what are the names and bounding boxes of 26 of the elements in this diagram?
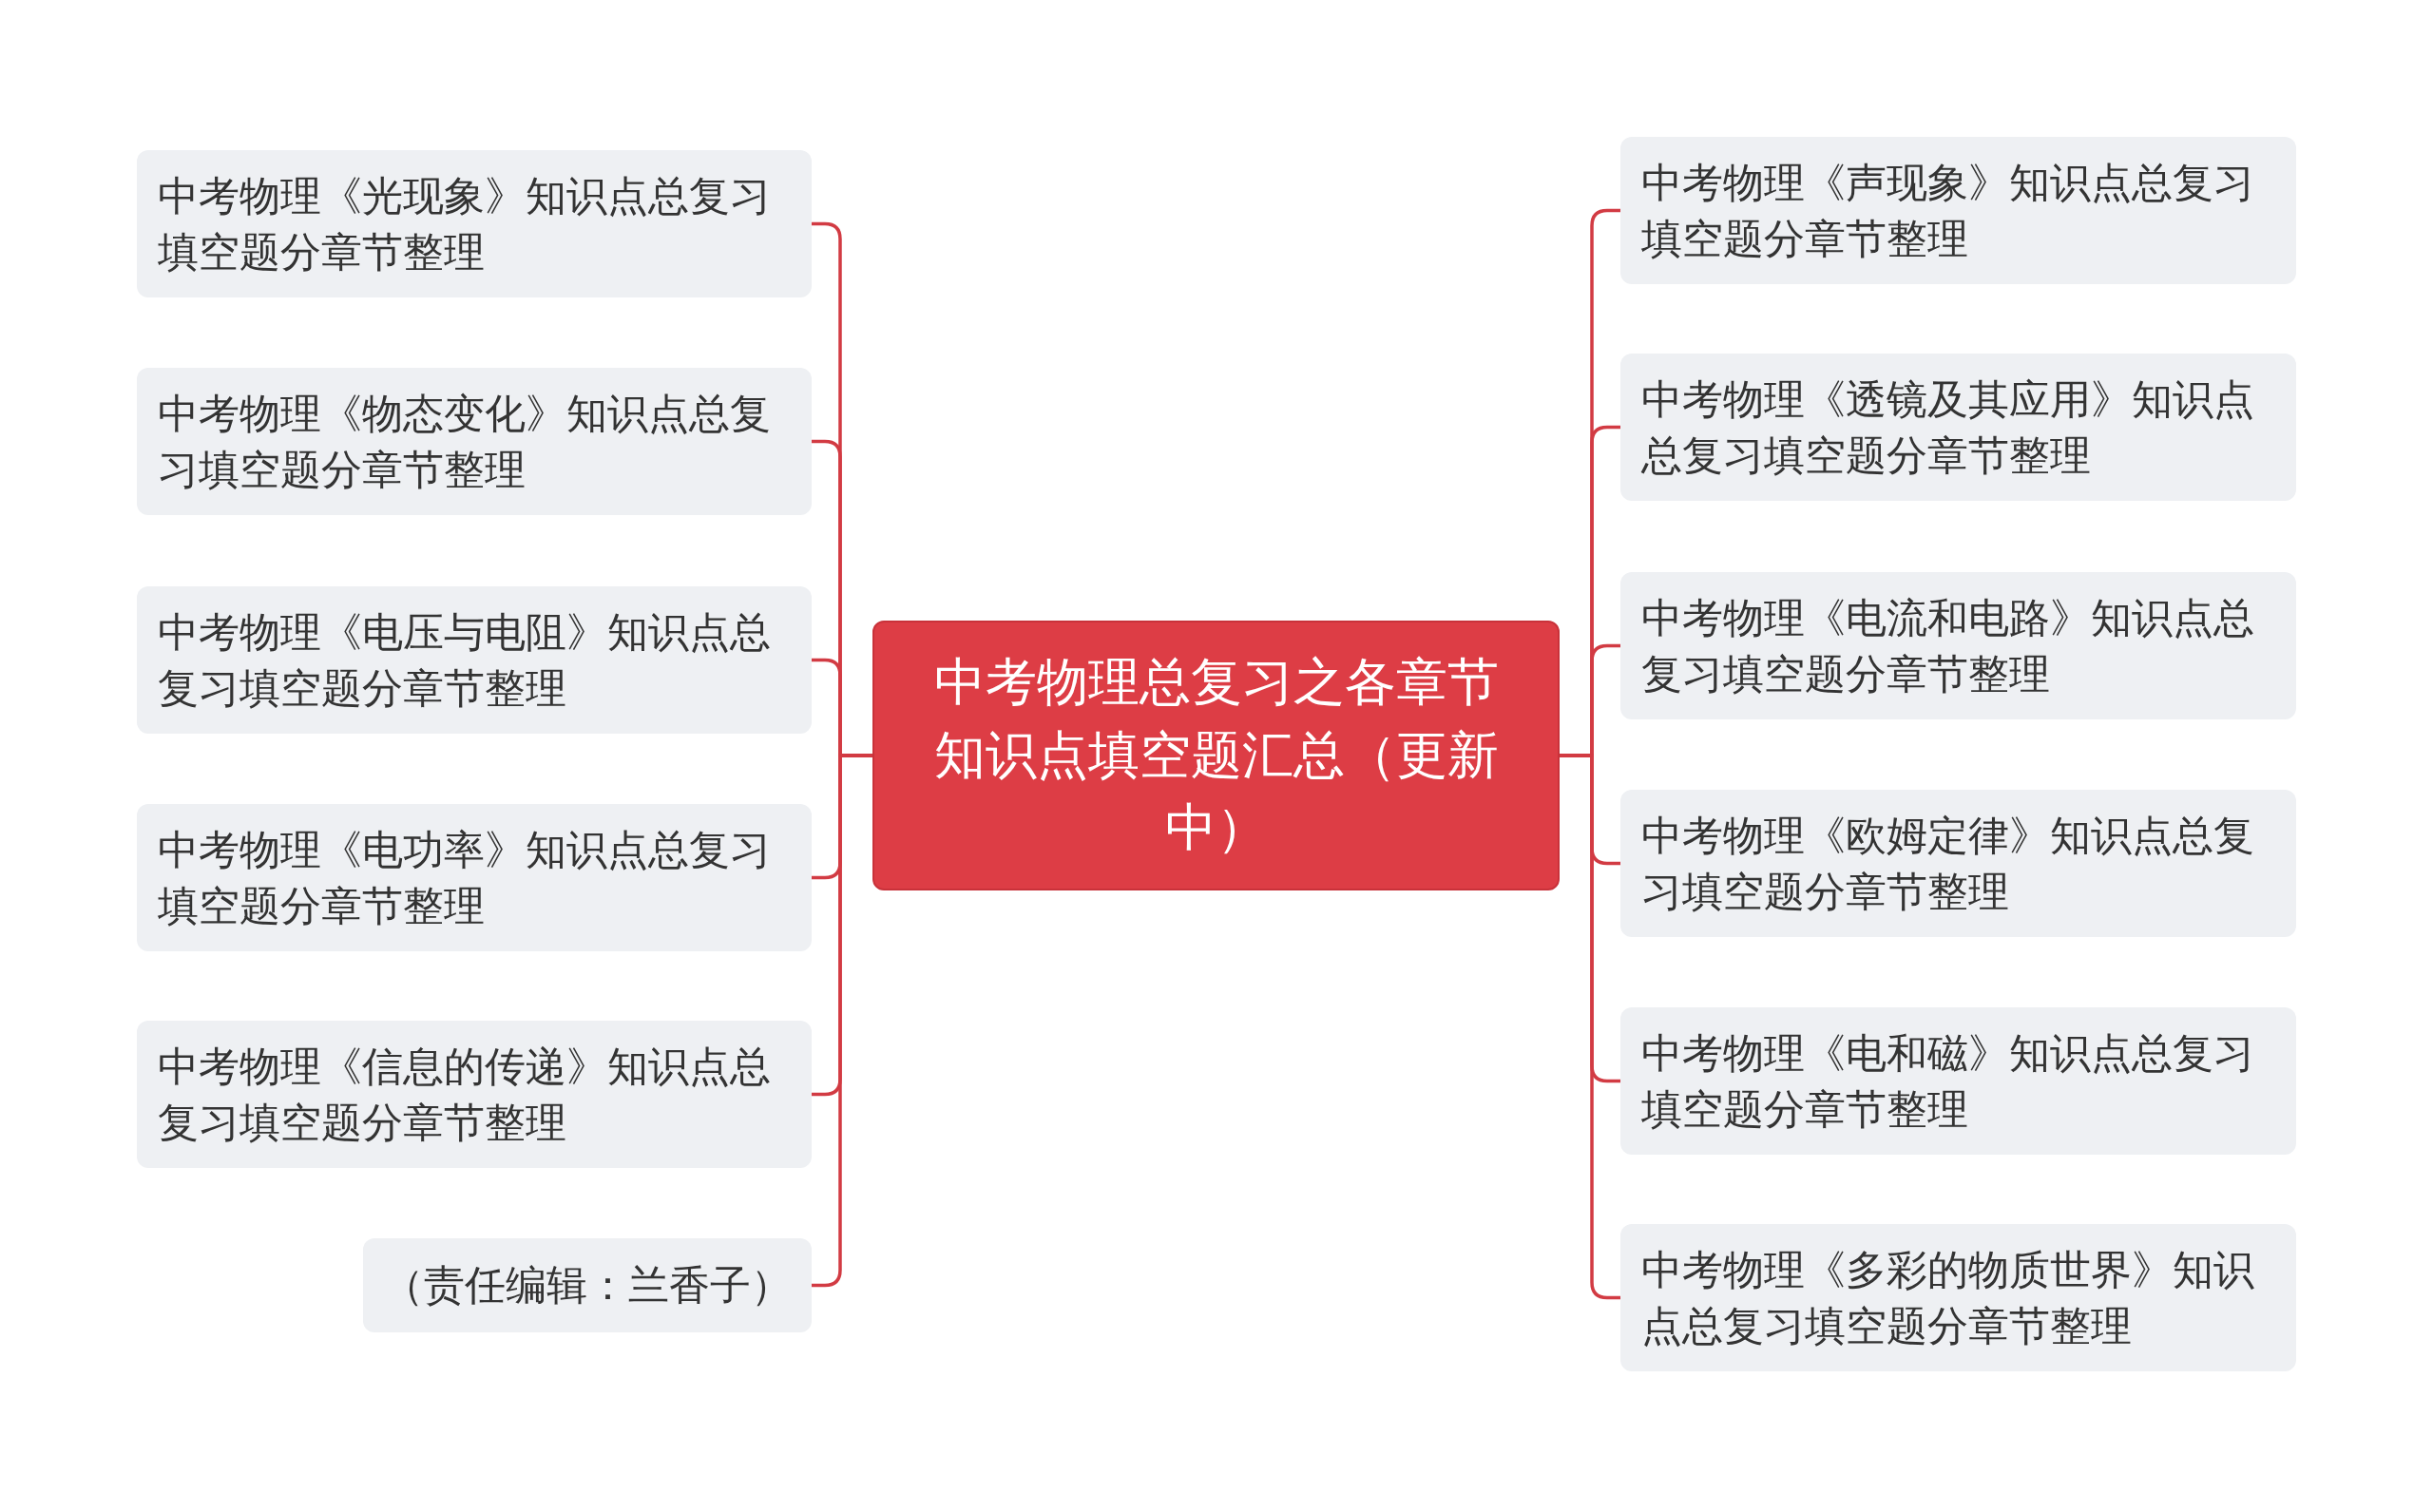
- subtopic-box: [137, 804, 812, 951]
- subtopic-text: 中考物理《信息的传递》知识点总复习填空题分章节整理: [158, 1042, 772, 1148]
- subtopic-text: 中考物理《电功率》知识点总复习填空题分章节整理: [158, 825, 772, 931]
- subtopic-box: [1620, 137, 2296, 284]
- subtopic-text: 中考物理《物态变化》知识点总复习填空题分章节整理: [158, 389, 772, 495]
- central-topic-box: [872, 621, 1560, 890]
- subtopic-box: [1620, 354, 2296, 501]
- subtopic-text: 中考物理《欧姆定律》知识点总复习填空题分章节整理: [1641, 811, 2255, 917]
- subtopic-box: [137, 586, 812, 734]
- subtopic-box: [363, 1238, 812, 1332]
- subtopic-text: （责任编辑：兰香子）: [383, 1260, 792, 1311]
- subtopic-box: [137, 368, 812, 515]
- subtopic-box: [1620, 1224, 2296, 1371]
- subtopic-text: 中考物理《光现象》知识点总复习填空题分章节整理: [158, 171, 772, 278]
- subtopic-text: 中考物理《透镜及其应用》知识点总复习填空题分章节整理: [1641, 374, 2255, 481]
- subtopic-text: 中考物理《多彩的物质世界》知识点总复习填空题分章节整理: [1641, 1245, 2255, 1351]
- subtopic-box: [1620, 1007, 2296, 1155]
- subtopic-text: 中考物理《电和磁》知识点总复习填空题分章节整理: [1641, 1028, 2255, 1135]
- subtopic-box: [1620, 572, 2296, 719]
- central-topic: 中考物理总复习之各章节知识点填空题汇总（更新中）: [932, 651, 1500, 860]
- subtopic-text: 中考物理《电压与电阻》知识点总复习填空题分章节整理: [158, 607, 772, 714]
- subtopic-text: 中考物理《声现象》知识点总复习填空题分章节整理: [1641, 158, 2255, 264]
- subtopic-text: 中考物理《电流和电路》知识点总复习填空题分章节整理: [1641, 593, 2255, 699]
- subtopic-box: [137, 1021, 812, 1168]
- subtopic-box: [1620, 790, 2296, 937]
- subtopic-box: [137, 150, 812, 297]
